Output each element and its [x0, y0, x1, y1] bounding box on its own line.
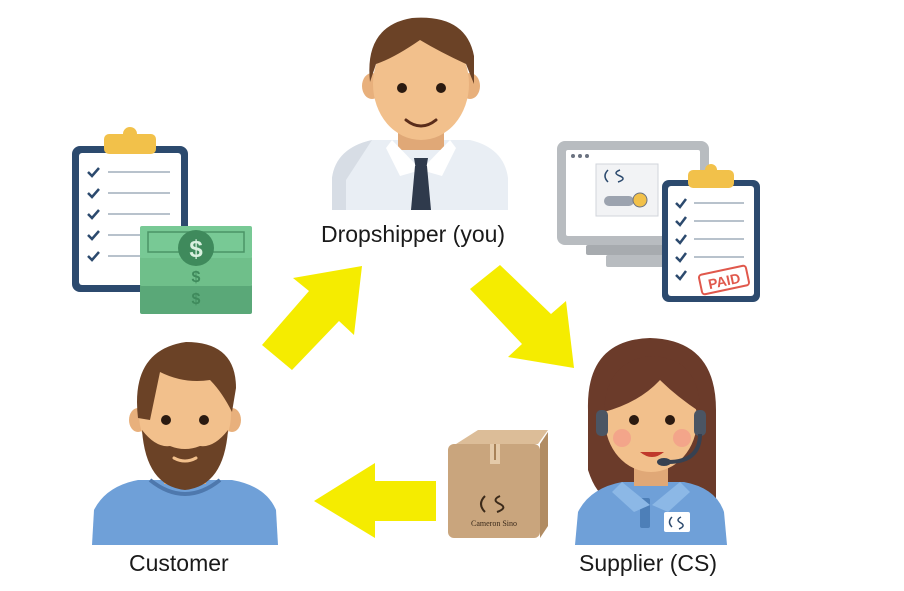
paid-clipboard-icon: PAID — [662, 164, 760, 302]
supplier-shirt-logo — [664, 512, 690, 532]
supplier-label: Supplier (CS) — [579, 550, 718, 576]
dropshipper-avatar — [332, 17, 508, 210]
customer-label: Customer — [129, 550, 229, 576]
customer-avatar — [92, 342, 278, 545]
svg-text:$: $ — [192, 269, 201, 286]
box-brand-logo: Cameron Sino — [471, 495, 517, 528]
arrow-dropshipper-to-supplier — [470, 265, 574, 368]
svg-text:$: $ — [192, 291, 201, 308]
arrow-customer-to-dropshipper — [262, 266, 362, 370]
paid-stamp: PAID — [698, 264, 750, 296]
cardboard-box-icon: Cameron Sino — [448, 430, 548, 538]
dropshipper-label: Dropshipper (you) — [321, 221, 506, 247]
arrow-supplier-to-customer — [314, 463, 436, 538]
paid-stamp-text: PAID — [707, 270, 742, 292]
supplier-avatar — [575, 338, 727, 545]
svg-text:$: $ — [189, 236, 203, 263]
cash-stack-icon: $ $ $ — [140, 226, 252, 314]
box-brand-text: Cameron Sino — [471, 519, 517, 528]
